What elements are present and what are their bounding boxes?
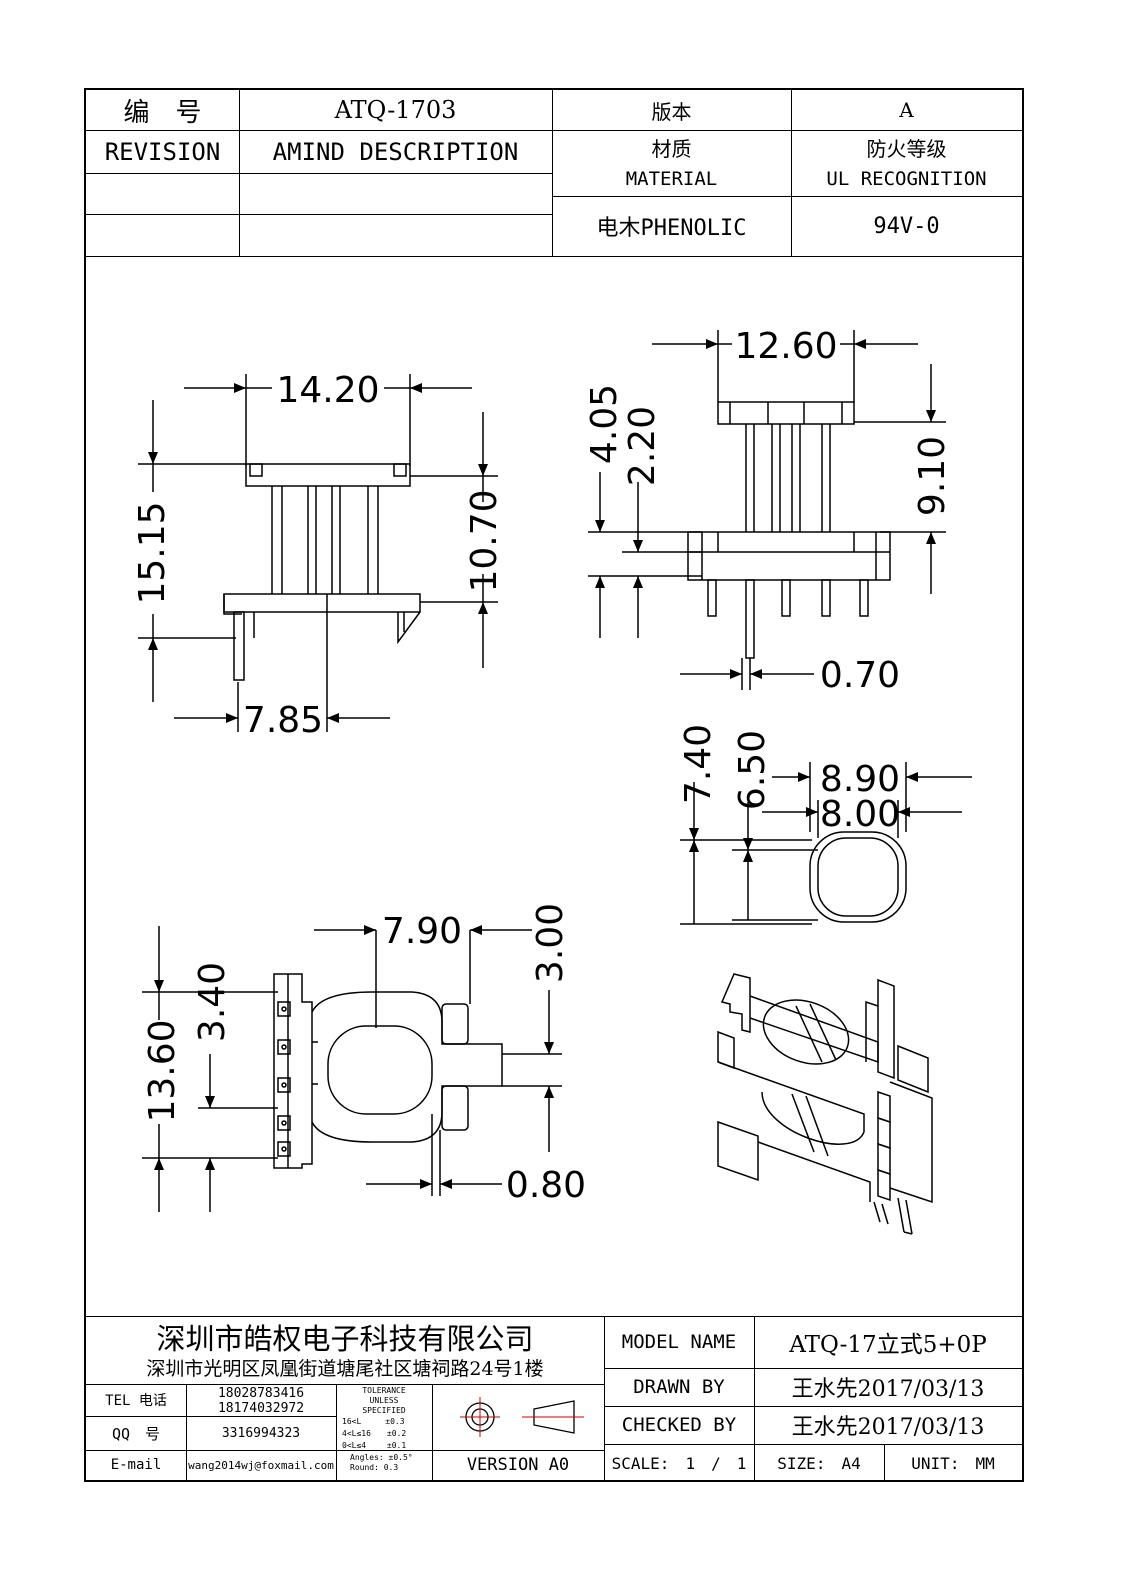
dim-core-inner-h: 6.50 xyxy=(732,730,773,810)
dim-bottom-width: 7.90 xyxy=(382,911,462,952)
scale-label: SCALE: 1 / 1 xyxy=(611,1454,747,1473)
part-number: ATQ-1703 xyxy=(334,96,457,124)
dim-core-outer-w: 8.90 xyxy=(820,759,900,800)
tolerance-row-2: 4<L≤16 ±0.2 xyxy=(342,1429,407,1438)
fire-rating-label-cn: 防火等级 xyxy=(866,136,947,161)
tolerance-row-3: 0<L≤4 ±0.1 xyxy=(342,1441,407,1450)
dim-front-flange-height: 10.70 xyxy=(464,489,505,592)
model-name-label: MODEL NAME xyxy=(621,1331,737,1353)
drawing-sheet: 编 号 ATQ-1703 版本 A REVISION AMIND DESCRIP… xyxy=(84,88,1024,1482)
version-label: 版本 xyxy=(651,99,692,124)
core-section xyxy=(809,831,907,923)
tel-1: 18028783416 xyxy=(217,1386,305,1401)
tolerance-round: Round: 0.3 xyxy=(350,1463,399,1472)
fire-rating-label-en: UL RECOGNITION xyxy=(826,168,987,190)
dim-side-total: 9.10 xyxy=(912,436,953,516)
email-label: E-mail xyxy=(110,1457,162,1473)
tolerance-title: TOLERANCE xyxy=(362,1386,406,1395)
tolerance-angles: Angles: ±0.5° xyxy=(350,1453,413,1462)
projection-symbol-icon xyxy=(460,1397,584,1437)
tolerance-unless: UNLESS xyxy=(369,1396,399,1405)
tolerance-row-1: 16<L ±0.3 xyxy=(342,1417,405,1426)
amend-description-label: AMIND DESCRIPTION xyxy=(272,137,519,166)
dim-side-h1: 4.05 xyxy=(584,384,625,464)
dim-bottom-slot: 3.00 xyxy=(530,903,571,983)
dim-side-width: 12.60 xyxy=(734,326,837,367)
tolerance-block: TOLERANCE UNLESS SPECIFIED 16<L ±0.3 4<L… xyxy=(336,1386,432,1480)
isometric-view xyxy=(717,973,933,1235)
dim-front-width: 14.20 xyxy=(276,370,379,411)
front-view xyxy=(223,463,421,681)
checked-by-label: CHECKED BY xyxy=(621,1414,737,1436)
tel-2: 18174032972 xyxy=(217,1401,305,1416)
drawn-by-value: 王水先2017/03/13 xyxy=(791,1377,985,1402)
bottom-view xyxy=(273,973,503,1169)
drawn-by-label: DRAWN BY xyxy=(633,1376,725,1398)
dim-core-outer-h: 7.40 xyxy=(678,724,719,804)
tel-label: TEL 电话 xyxy=(105,1393,167,1409)
part-number-label: 编 号 xyxy=(123,97,202,128)
dim-bottom-wall: 0.80 xyxy=(506,1165,586,1206)
dim-core-inner-w: 8.00 xyxy=(820,794,900,835)
unit-label: UNIT: MM xyxy=(911,1454,995,1473)
drawing-version: VERSION A0 xyxy=(466,1455,570,1475)
dim-bottom-pitch: 3.40 xyxy=(192,962,233,1042)
revision-label: REVISION xyxy=(104,137,221,166)
qq-value: 3316994323 xyxy=(221,1425,301,1441)
dim-side-pin-dia: 0.70 xyxy=(820,655,900,696)
dim-front-pin-offset: 7.85 xyxy=(243,700,323,741)
side-view xyxy=(687,401,891,659)
material-label-cn: 材质 xyxy=(651,136,692,161)
dim-side-h2: 2.20 xyxy=(622,406,663,486)
version-value: A xyxy=(899,98,914,122)
size-label: SIZE: A4 xyxy=(777,1454,861,1473)
tolerance-specified: SPECIFIED xyxy=(362,1406,406,1415)
dim-bottom-length: 13.60 xyxy=(142,1019,183,1122)
model-name-value: ATQ-17立式5+0P xyxy=(789,1332,987,1358)
checked-by-value: 王水先2017/03/13 xyxy=(791,1415,985,1440)
company-address: 深圳市光明区凤凰街道塘尾社区塘祠路24号1楼 xyxy=(146,1357,544,1380)
dim-front-height: 15.15 xyxy=(132,501,173,604)
material-value: 电木PHENOLIC xyxy=(596,216,747,241)
company-name: 深圳市皓权电子科技有限公司 xyxy=(156,1322,534,1356)
fire-rating-value: 94V-0 xyxy=(873,213,940,239)
material-label-en: MATERIAL xyxy=(625,168,718,190)
email-value[interactable]: wang2014wj@foxmail.com xyxy=(188,1458,334,1472)
qq-label: QQ 号 xyxy=(111,1424,161,1443)
